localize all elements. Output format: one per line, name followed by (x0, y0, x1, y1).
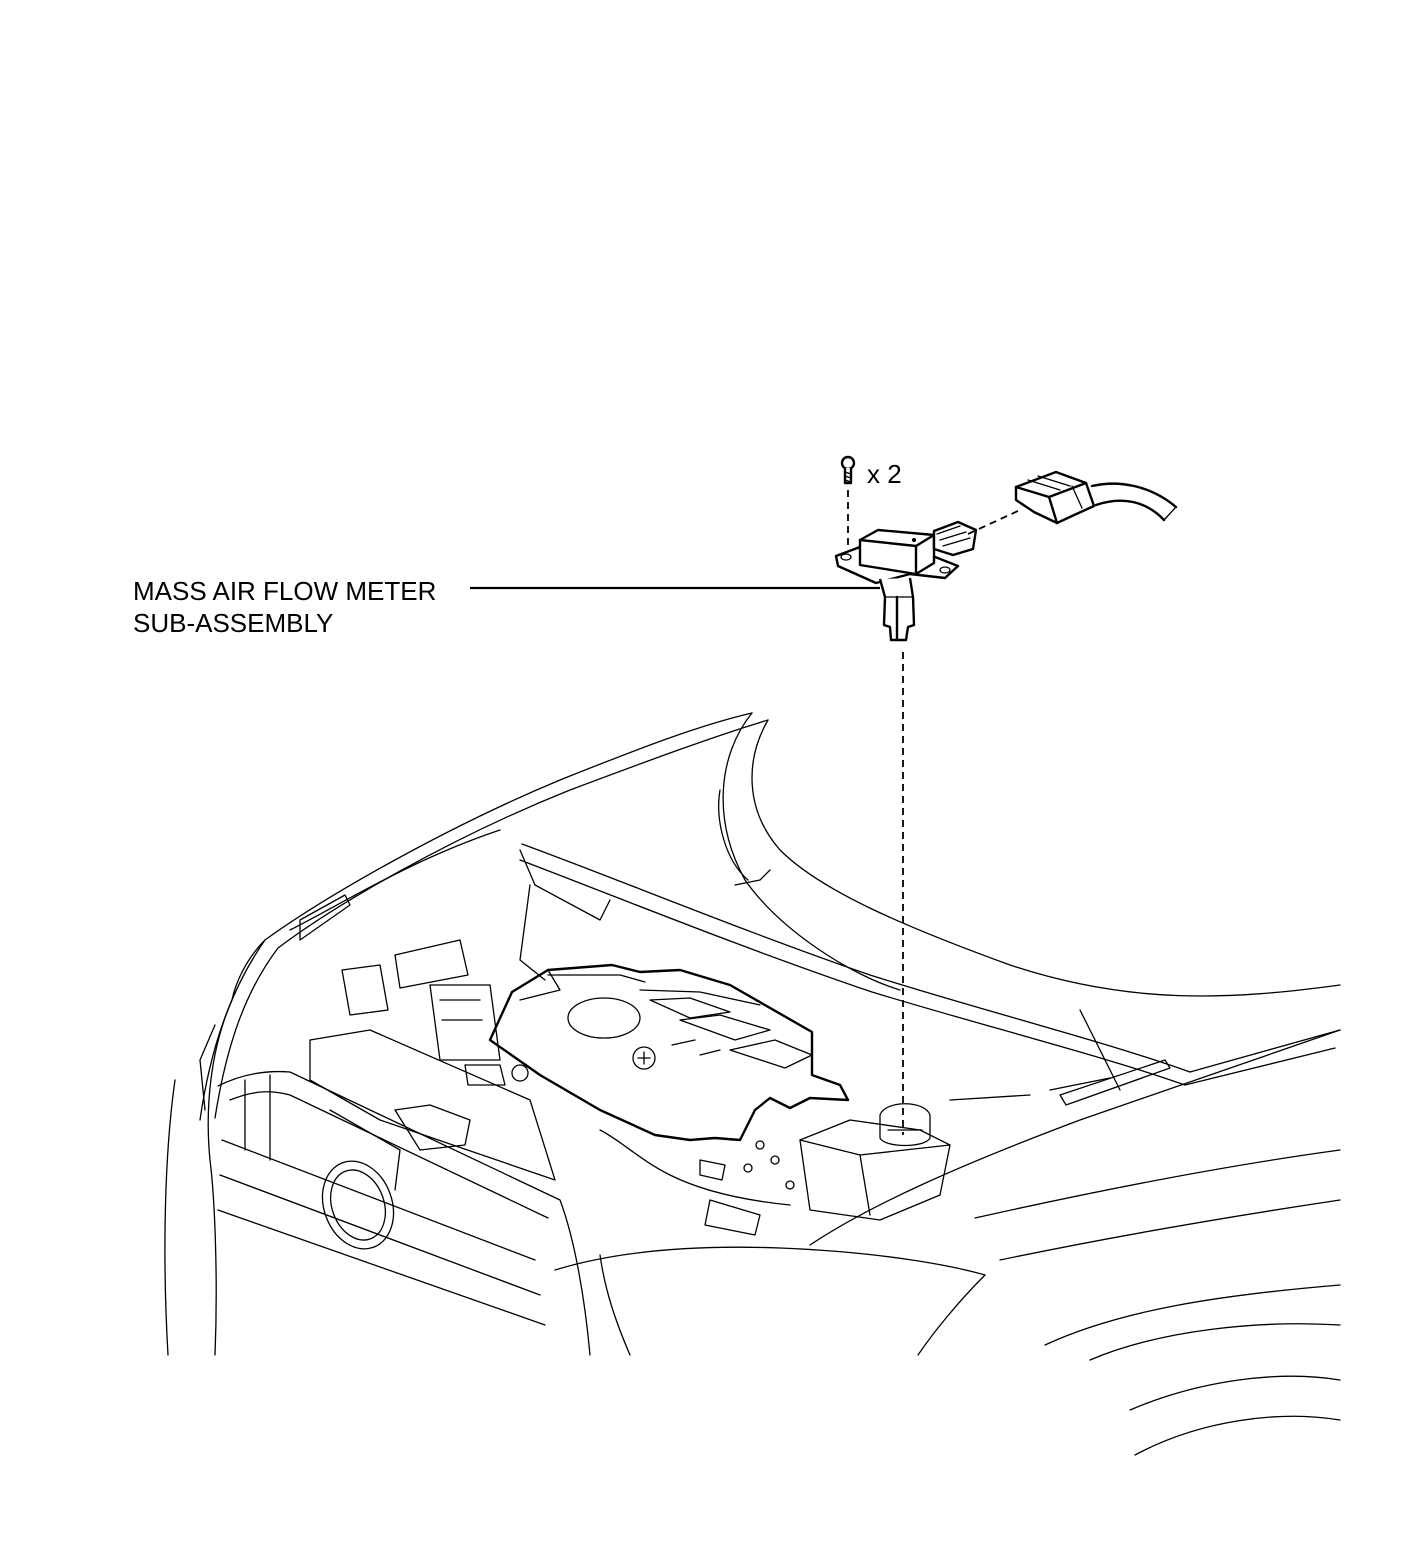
screw-icon (840, 455, 856, 485)
callout-label-line2: SUB-ASSEMBLY (133, 608, 333, 638)
mass-air-flow-meter-callout: MASS AIR FLOW METER SUB-ASSEMBLY (133, 576, 880, 638)
callout-label-line1: MASS AIR FLOW METER (133, 576, 436, 606)
vehicle-engine-compartment-illustration (164, 712, 1341, 1456)
screw-quantity-label: x 2 (867, 459, 902, 489)
mass-air-flow-meter-icon (834, 520, 978, 642)
wire-harness-connector-icon (1014, 470, 1178, 525)
connector-guide-dashed-line (967, 509, 1021, 535)
